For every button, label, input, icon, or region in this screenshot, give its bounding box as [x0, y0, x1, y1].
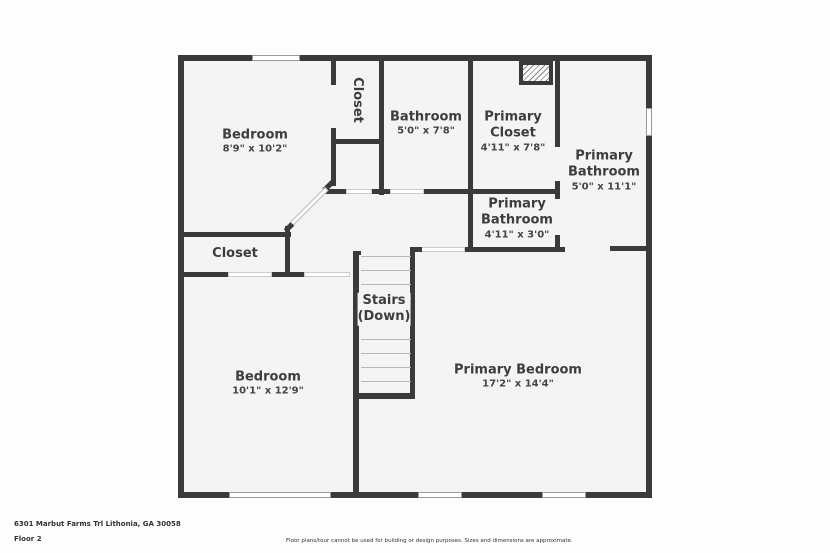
room-dimensions: 8'9" x 10'2" — [222, 143, 288, 155]
room-label-primary-closet: Primary Closet 4'11" x 7'8" — [481, 110, 546, 155]
room-name: Bedroom — [235, 369, 301, 385]
room-name: Closet — [212, 245, 258, 261]
exterior-wall-right — [646, 55, 652, 498]
chimney-hatch — [519, 61, 553, 85]
room-dimensions: 10'1" x 12'9" — [232, 385, 304, 397]
window-bottom-primary-2 — [542, 492, 586, 498]
door-bathroom — [390, 189, 424, 194]
room-label-bedroom-1: Bedroom 8'9" x 10'2" — [222, 128, 288, 157]
wall-hall-top-c — [424, 189, 559, 194]
wall-primary-closet-right-mid — [555, 181, 560, 199]
door-bedroom2 — [304, 272, 350, 277]
room-name-line1: Primary — [484, 109, 542, 125]
exterior-wall-bottom — [178, 492, 652, 498]
room-name-line1: Primary — [575, 148, 633, 164]
wall-primary-closet-right-upper — [555, 55, 560, 147]
door-closet — [346, 189, 372, 194]
room-name: Closet — [350, 77, 366, 123]
disclaimer: Floor plans/tour cannot be used for buil… — [286, 538, 573, 544]
property-address: 6301 Marbut Farms Trl Lithonia, GA 30058 — [14, 520, 181, 528]
wall-left-closet-bottom-b — [272, 272, 304, 277]
wall-left-closet-top — [178, 232, 291, 237]
room-name-line2: Bathroom — [481, 212, 553, 228]
stair-step — [361, 353, 411, 354]
stair-step — [361, 284, 411, 285]
wall-stairs-top-right — [410, 247, 422, 252]
room-name-line1: Stairs — [362, 292, 406, 308]
wall-stairs-bottom — [353, 393, 415, 399]
wall-stairs-left — [353, 251, 359, 498]
room-name: Primary Bedroom — [454, 362, 582, 378]
wall-stairs-right — [410, 251, 415, 398]
room-label-closet-1: Closet — [349, 77, 365, 123]
room-label-primary-bathroom-1: Primary Bathroom 5'0" x 11'1" — [568, 149, 640, 194]
room-dimensions: 17'2" x 14'4" — [482, 378, 554, 390]
wall-bedroom1-right-lower — [331, 128, 336, 186]
wall-hall-top-a — [326, 189, 346, 194]
wall-primary-closet-right-lower — [555, 235, 560, 252]
room-name-line1: Primary — [488, 196, 546, 212]
floor-label: Floor 2 — [14, 535, 42, 543]
stair-step — [361, 367, 411, 368]
stair-step — [361, 256, 411, 257]
room-name-line2: (Down) — [357, 309, 411, 324]
wall-closet-bottom — [331, 139, 383, 144]
room-name-line2: Closet — [490, 125, 536, 141]
room-name: Bedroom — [222, 127, 288, 143]
door-primary-bedroom — [420, 247, 465, 252]
room-name: Bathroom — [390, 109, 462, 125]
room-dimensions: 5'0" x 7'8" — [397, 125, 455, 137]
window-right-bathroom — [646, 108, 652, 136]
wall-stairs-top — [353, 251, 361, 255]
door-left-closet — [228, 272, 272, 277]
room-label-primary-bathroom-2: Primary Bathroom 4'11" x 3'0" — [481, 197, 553, 242]
room-label-closet-2: Closet — [212, 246, 258, 262]
wall-closet-right — [379, 55, 384, 195]
wall-primary-bath2-bottom-right — [610, 246, 650, 251]
room-dimensions: 5'0" x 11'1" — [571, 181, 637, 192]
room-label-bedroom-2: Bedroom 10'1" x 12'9" — [232, 370, 304, 399]
room-label-stairs: Stairs (Down) — [357, 292, 411, 326]
wall-left-closet-bottom-a — [178, 272, 228, 277]
stair-step — [361, 381, 411, 382]
window-bottom-bedroom — [229, 492, 331, 498]
exterior-wall-top — [178, 55, 652, 61]
room-label-primary-bedroom: Primary Bedroom 17'2" x 14'4" — [454, 363, 582, 392]
window-bottom-primary-1 — [418, 492, 462, 498]
room-name-line2: Bathroom — [568, 164, 640, 180]
window-top-bedroom — [252, 55, 300, 61]
wall-bedroom1-right-upper — [331, 55, 336, 85]
stair-step — [361, 270, 411, 271]
wall-primary-bath-bottom — [465, 247, 565, 252]
wall-bathroom-right — [468, 55, 473, 252]
room-label-bathroom: Bathroom 5'0" x 7'8" — [390, 110, 462, 139]
wall-left-closet-right — [285, 226, 290, 276]
stair-step — [361, 339, 411, 340]
room-dimensions: 4'11" x 7'8" — [480, 142, 546, 153]
room-dimensions: 4'11" x 3'0" — [484, 229, 550, 240]
wall-hall-top-b — [372, 189, 390, 194]
